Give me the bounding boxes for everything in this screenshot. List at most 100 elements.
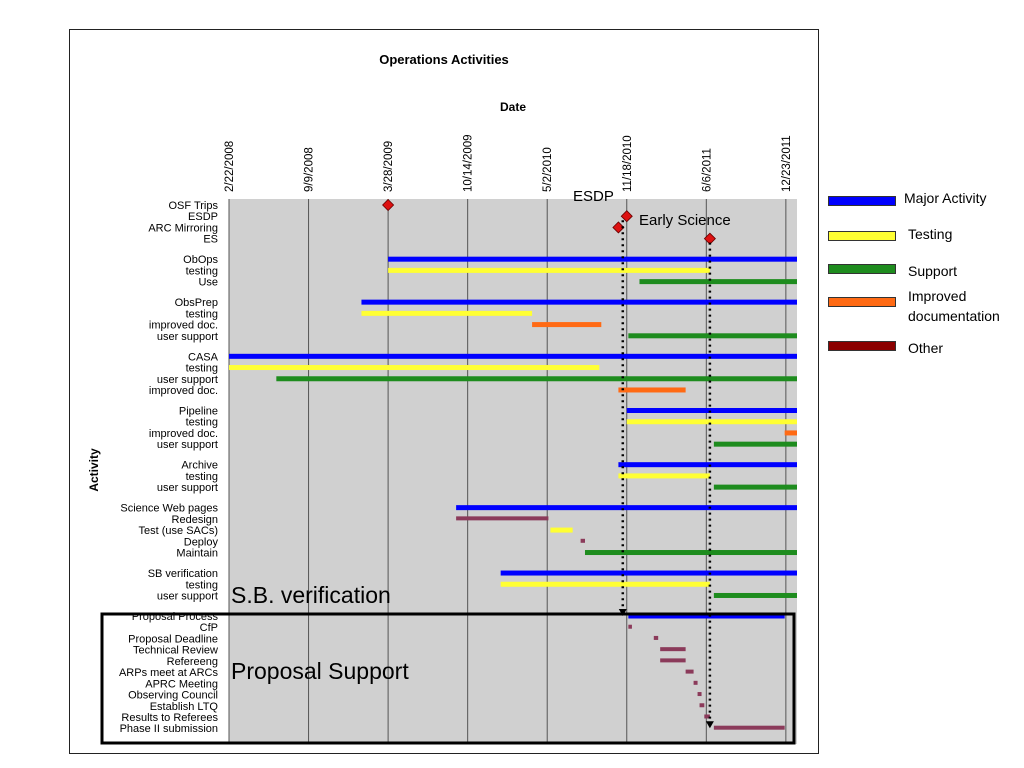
sb-verification-annotation: S.B. verification — [231, 582, 391, 608]
gantt-bar-testing — [229, 365, 600, 371]
legend-label: Support — [908, 263, 958, 279]
gantt-bar-testing — [361, 310, 533, 316]
row-label: user support — [157, 331, 218, 343]
gantt-bar-major — [626, 408, 797, 413]
legend-item-support: Support — [828, 263, 1024, 283]
legend-label: Major Activity — [904, 190, 987, 206]
gantt-bar-support — [639, 279, 797, 285]
legend-item-doc: Improved documentation — [828, 288, 1024, 328]
legend-item-major: Major Activity — [828, 190, 1024, 210]
x-tick-label: 11/18/2010 — [622, 135, 634, 192]
gantt-bar-other — [653, 635, 659, 640]
gantt-bar-testing — [618, 473, 710, 479]
legend-swatch-other — [828, 341, 896, 351]
row-label: Results to Referees — [121, 712, 218, 724]
legend: Major Activity Testing Support Improved … — [828, 190, 1024, 365]
gantt-bar-other — [704, 714, 710, 719]
x-tick-label: 12/23/2011 — [781, 135, 793, 192]
row-label: APRC Meeting — [145, 678, 218, 690]
row-label: ARC Mirroring — [148, 222, 218, 234]
plot-area — [229, 199, 797, 744]
milestone-diamond — [382, 198, 395, 212]
row-label: user support — [157, 482, 218, 494]
row-label: Establish LTQ — [150, 701, 219, 713]
row-label: Maintain — [176, 548, 218, 560]
row-label: Pipeline — [179, 406, 218, 418]
row-label: testing — [186, 579, 218, 591]
row-label: improved doc. — [149, 385, 218, 397]
row-label: Proposal Deadline — [128, 633, 218, 645]
row-label: Technical Review — [133, 645, 218, 657]
x-tick-label: 6/6/2011 — [701, 148, 713, 192]
gantt-bar-other — [660, 658, 686, 663]
gantt-bar-support — [713, 592, 797, 598]
row-label: testing — [186, 308, 218, 320]
gantt-bar-testing — [550, 527, 573, 533]
x-tick-label: 3/28/2009 — [383, 141, 395, 192]
row-label: improved doc. — [149, 428, 218, 440]
gantt-bar-other — [660, 647, 686, 652]
x-tick-label: 9/9/2008 — [304, 147, 316, 192]
row-label: Test (use SACs) — [139, 525, 218, 537]
row-label: ESDP — [188, 211, 218, 223]
legend-swatch-doc — [828, 297, 896, 307]
gantt-bar-testing — [500, 581, 710, 587]
arrow-head — [705, 721, 714, 729]
gantt-bar-support — [713, 441, 797, 447]
gantt-bar-major — [388, 256, 797, 262]
row-label: Redesign — [172, 514, 218, 526]
legend-label: Other — [908, 340, 944, 356]
row-label: SB verification — [148, 568, 218, 580]
row-label: ObOps — [183, 254, 218, 266]
legend-swatch-testing — [828, 231, 896, 241]
row-label: Science Web pages — [120, 503, 218, 515]
legend-swatch-support — [828, 264, 896, 274]
row-label: Observing Council — [128, 690, 218, 702]
row-label: Refereeng — [167, 656, 218, 668]
x-tick-label: 2/22/2008 — [224, 141, 236, 192]
x-tick-label: 10/14/2009 — [463, 134, 475, 192]
gantt-bar-doc — [784, 430, 797, 436]
row-label: OSF Trips — [168, 200, 218, 212]
row-label: user support — [157, 590, 218, 602]
gantt-bar-other — [699, 703, 705, 708]
gantt-bar-testing — [388, 267, 710, 273]
milestone-diamond — [620, 210, 633, 223]
proposal-support-box — [100, 612, 796, 745]
row-label: ARPs meet at ARCs — [119, 667, 219, 679]
row-label: user support — [157, 439, 218, 451]
x-axis-label: Date — [500, 100, 526, 114]
row-label: CfP — [200, 622, 218, 634]
gantt-bar-other — [456, 516, 549, 521]
row-label: user support — [157, 374, 218, 386]
gantt-bar-other — [580, 538, 585, 543]
gantt-bar-doc — [618, 387, 686, 393]
milestone-diamond — [612, 221, 625, 234]
gantt-bar-major — [229, 353, 797, 359]
row-label: testing — [186, 471, 218, 483]
legend-label: Testing — [908, 226, 953, 242]
row-label: ObsPrep — [175, 297, 218, 309]
legend-swatch-major — [828, 196, 896, 206]
gantt-bar-other — [685, 669, 694, 674]
gantt-bar-major — [361, 299, 797, 305]
gantt-bar-major — [628, 613, 785, 619]
legend-label: Improved documentation — [908, 288, 1000, 324]
gantt-bar-support — [276, 376, 797, 382]
row-label: testing — [186, 265, 218, 277]
row-label: Phase II submission — [120, 723, 218, 735]
gantt-bar-testing — [626, 419, 797, 425]
y-axis-label: Activity — [87, 448, 101, 492]
row-label: ES — [203, 234, 218, 246]
row-label: testing — [186, 417, 218, 429]
gantt-bar-support — [584, 550, 797, 556]
row-label: improved doc. — [149, 320, 218, 332]
row-label: Archive — [181, 460, 218, 472]
row-label: Use — [198, 277, 218, 289]
gantt-bar-support — [628, 333, 797, 339]
gantt-bar-major — [500, 570, 797, 576]
esdp-annotation: ESDP — [573, 188, 614, 205]
legend-item-testing: Testing — [828, 226, 1024, 246]
gantt-bar-major — [456, 505, 797, 511]
gantt-bar-other — [697, 692, 702, 697]
